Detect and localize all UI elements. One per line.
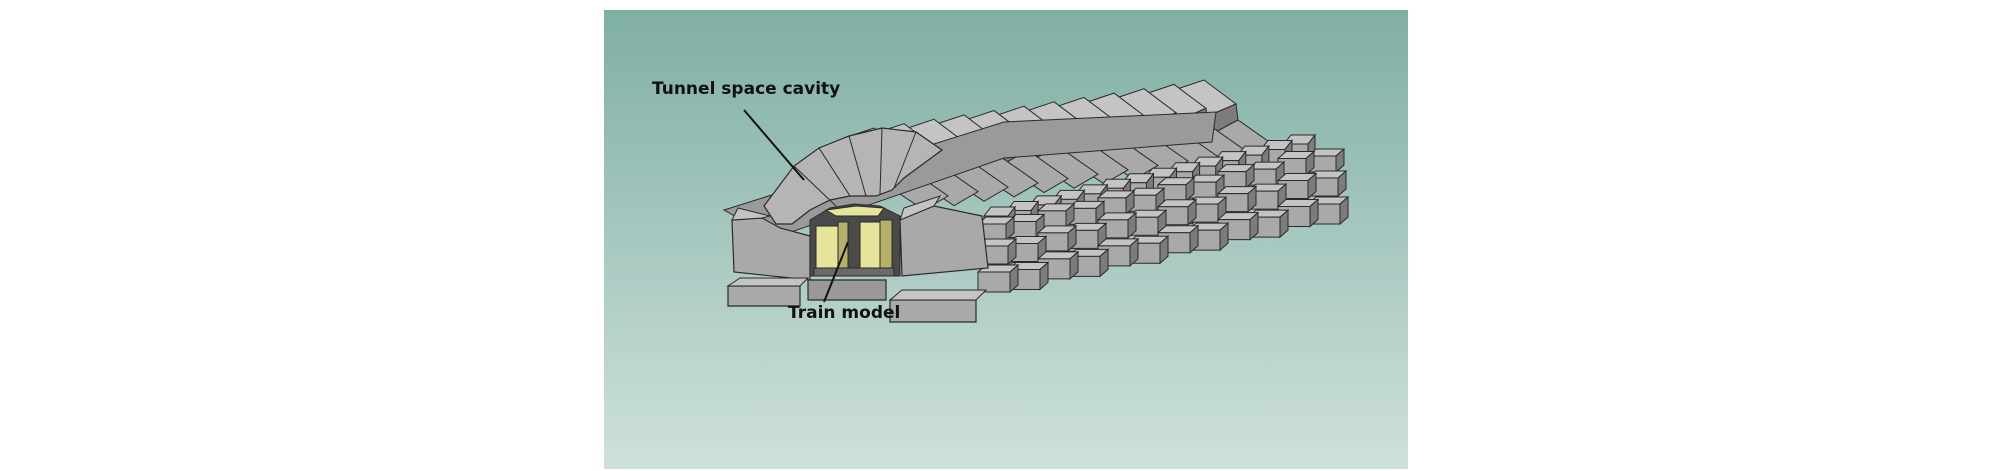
front-left-wall-top <box>731 207 771 221</box>
foundation-blocks <box>976 147 1350 294</box>
train-leader-line <box>823 241 849 303</box>
cavity-leader-line <box>743 109 805 181</box>
front-slab-right-top <box>888 289 988 301</box>
train-car-left <box>815 225 839 271</box>
label-train-model: Train model <box>788 303 900 323</box>
arch-rib-5 <box>893 131 917 189</box>
train-bogie <box>813 267 895 277</box>
tunnel-model-figure: Tunnel space cavity Train model <box>604 10 1408 469</box>
arch-rib-1 <box>793 165 837 207</box>
arch-rib-2 <box>818 147 851 197</box>
tunnel-model-svg: Tunnel space cavity Train model <box>604 10 1408 469</box>
front-right-wall <box>899 205 989 277</box>
front-arch-fan <box>763 127 944 225</box>
train-car-right-side <box>879 219 893 269</box>
train-car-right <box>859 221 881 269</box>
front-slab-mid <box>807 279 887 301</box>
portal-inner-cap <box>824 205 885 217</box>
label-tunnel-space-cavity: Tunnel space cavity <box>652 79 840 99</box>
front-slab-right <box>889 299 977 323</box>
front-slab-left-top <box>726 277 810 287</box>
arch-rib-3 <box>848 135 867 197</box>
front-right-wall-top <box>899 195 942 221</box>
arch-rib-4 <box>879 127 883 195</box>
train-model <box>813 219 895 277</box>
base-row-2-block-0-face <box>977 271 1011 293</box>
